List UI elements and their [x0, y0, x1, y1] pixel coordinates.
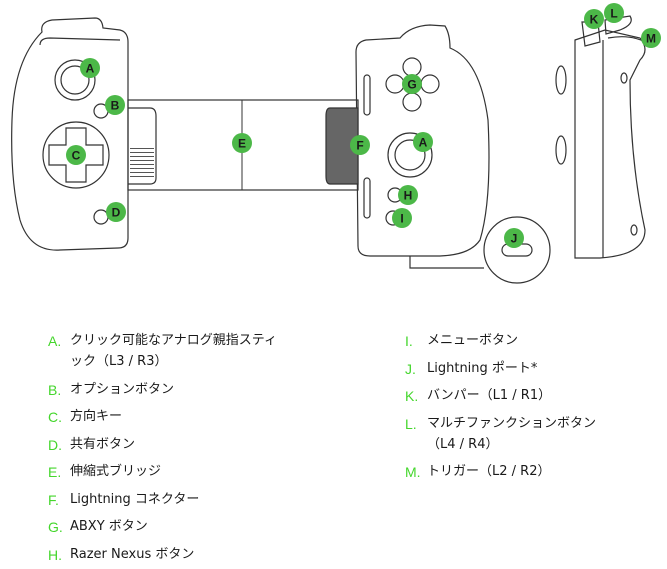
callout-l: L — [604, 3, 624, 23]
port-detail — [409, 216, 551, 284]
callout-badge — [80, 58, 100, 78]
callout-a: A — [80, 58, 100, 78]
share-button — [93, 209, 109, 225]
callout-g: G — [402, 74, 422, 94]
callout-letter: F — [356, 139, 363, 153]
legend-key: F. — [48, 491, 59, 508]
callout-letter: A — [86, 62, 95, 76]
callout-i: I — [392, 208, 412, 228]
callout-c: C — [66, 145, 86, 165]
legend-label-continued: ック（L3 / R3） — [70, 354, 168, 369]
legend-right: I. メニューボタン J. Lightning ポート* K. バンパー（L1 / R1）… — [405, 332, 665, 482]
legend-key: A. — [48, 333, 62, 349]
left-slider-ridges — [130, 148, 154, 177]
side-view-outline — [555, 15, 646, 259]
legend-label: 伸縮式ブリッジ — [70, 464, 162, 479]
callout-e: E — [232, 133, 252, 153]
callout-badge — [105, 95, 125, 115]
legend-left: A. クリック可能なアナログ親指スティック（L3 / R3） B. オプションボタン C… — [48, 332, 368, 563]
callout-letter: J — [511, 232, 518, 246]
legend-key: H. — [48, 546, 62, 563]
callout-letter: I — [400, 212, 403, 226]
callout-badge — [398, 185, 418, 205]
callout-badge — [641, 28, 661, 48]
legend-label: マルチファンクションボタン — [427, 415, 597, 431]
legend-key: G. — [48, 519, 63, 535]
legend-key: L. — [405, 415, 417, 432]
callout-k: K — [584, 9, 604, 29]
legend-label: ABXY ボタン — [70, 519, 148, 534]
callout-badge — [413, 132, 433, 152]
legend-key: D. — [48, 436, 62, 453]
left-controls — [42, 59, 110, 225]
callout-letter: M — [646, 32, 656, 46]
callout-badge — [66, 145, 86, 165]
callout-badge — [604, 3, 624, 23]
callout-letter: D — [112, 206, 121, 220]
left-thumbstick — [54, 59, 96, 101]
legend-label: Razer Nexus ボタン — [70, 546, 195, 562]
left-grip-outline — [11, 17, 359, 251]
callout-d: D — [106, 202, 126, 222]
callout-h: H — [398, 185, 418, 205]
callout-letter: E — [238, 137, 246, 151]
legend-key: C. — [48, 409, 62, 425]
legend-label: 共有ボタン — [70, 436, 136, 452]
callout-badge — [392, 208, 412, 228]
dpad-base — [42, 121, 110, 189]
callout-m: M — [641, 28, 661, 48]
callout-letter: B — [111, 99, 120, 113]
legend-key: J. — [405, 360, 416, 377]
legend-label: メニューボタン — [427, 333, 519, 348]
legend-label: トリガー（L2 / R2） — [427, 464, 551, 479]
legend-key: M. — [405, 464, 421, 480]
callout-letter: C — [72, 149, 81, 163]
legend-key: B. — [48, 381, 62, 398]
a-button — [402, 92, 422, 112]
y-button — [402, 57, 422, 77]
dpad — [48, 127, 104, 183]
callout-b: B — [105, 95, 125, 115]
legend-label: Lightning コネクター — [70, 491, 200, 507]
callout-badge — [584, 9, 604, 29]
legend-key: E. — [48, 464, 62, 480]
x-button — [385, 74, 405, 94]
legend-key: K. — [405, 388, 419, 404]
callout-j: J — [504, 228, 524, 248]
legend-label: 方向キー — [70, 409, 123, 424]
legend-label: オプションボタン — [70, 381, 175, 397]
callout-letter: A — [419, 136, 428, 150]
callout-badge — [350, 135, 370, 155]
callout-badge — [106, 202, 126, 222]
legend-label-continued: （L4 / R4） — [427, 436, 499, 452]
b-button — [420, 74, 440, 94]
legend-label: Lightning ポート* — [427, 360, 538, 376]
callout-badge — [232, 133, 252, 153]
right-grip-outline — [325, 24, 490, 257]
callout-letter: H — [404, 189, 413, 203]
callout-badge — [402, 74, 422, 94]
legend-label: クリック可能なアナログ親指スティ — [70, 333, 277, 348]
callout-a: A — [413, 132, 433, 152]
callout-letter: L — [610, 7, 617, 21]
callout-letter: K — [590, 13, 599, 27]
legend-key: I. — [405, 333, 413, 349]
right-thumbstick — [387, 132, 433, 178]
legend-label: バンパー（L1 / R1） — [427, 388, 552, 403]
callout-letter: G — [407, 78, 416, 92]
callout-f: F — [350, 135, 370, 155]
callout-badge — [504, 228, 524, 248]
